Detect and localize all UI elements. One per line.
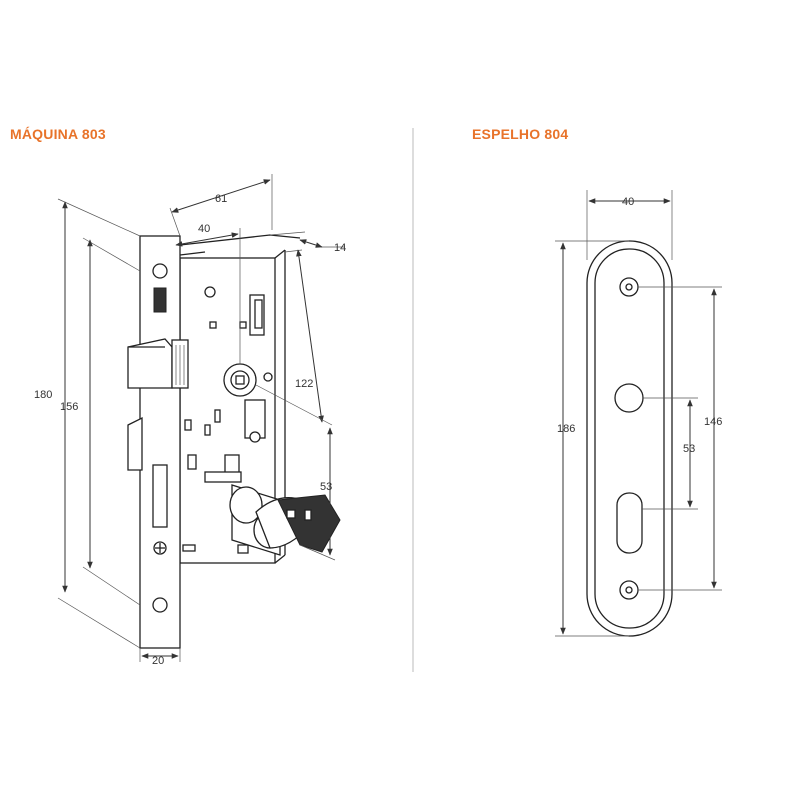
- dim-faceplate-width: 20: [152, 655, 164, 667]
- plate-dimension-lines: [555, 190, 722, 637]
- faceplate-screw-bottom: [152, 597, 168, 613]
- lock-title: MÁQUINA 803: [10, 126, 106, 142]
- dim-plate-width: 40: [622, 196, 634, 208]
- plate-title: ESPELHO 804: [472, 126, 569, 142]
- lock-dimension-lines: [57, 174, 345, 662]
- dim-inner-height: 156: [60, 401, 78, 413]
- dim-backset: 40: [198, 223, 210, 235]
- plate-key-slot: [616, 492, 643, 554]
- lock-cylinder: [229, 484, 341, 556]
- dim-screw-spacing: 146: [704, 416, 722, 428]
- faceplate: [139, 235, 181, 649]
- dim-overall-height: 180: [34, 389, 52, 401]
- plate-spindle-hole: [614, 383, 644, 413]
- lock-body: [127, 234, 341, 649]
- dim-case-depth: 61: [215, 193, 227, 205]
- dim-vertical-span: 122: [295, 378, 313, 390]
- deadbolt-slot: [152, 464, 168, 528]
- escutcheon-plate: [586, 240, 673, 637]
- dim-cylinder-offset: 53: [320, 481, 332, 493]
- dim-faceplate-thickness: 14: [334, 242, 346, 254]
- faceplate-screw-top: [152, 263, 168, 279]
- dim-center-spacing: 53: [683, 443, 695, 455]
- dim-plate-height: 186: [557, 423, 575, 435]
